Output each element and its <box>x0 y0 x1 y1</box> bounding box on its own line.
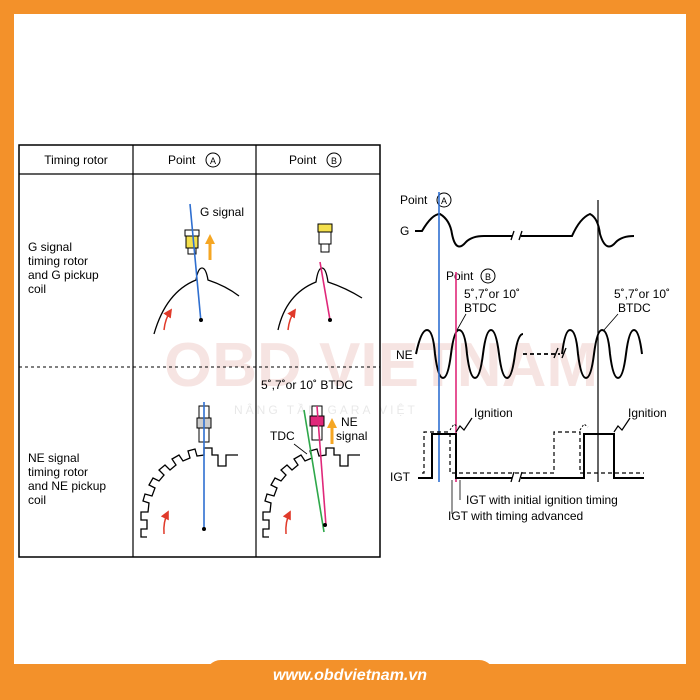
svg-text:Point: Point <box>400 193 428 207</box>
g-rotor-point-b <box>277 223 363 331</box>
svg-text:5˚,7˚or 10˚: 5˚,7˚or 10˚ <box>464 287 520 301</box>
ne-rotor-point-b: 5˚,7˚or 10˚ BTDC TDC NE signal <box>261 378 367 538</box>
header-timing-rotor: Timing rotor <box>44 153 108 167</box>
wave-point-b-label: Point B <box>446 268 496 284</box>
content-frame: OBD VIETNAM NÂNG TẦM GARA VIỆT Timing ro… <box>14 14 686 664</box>
ne-waveform-right <box>561 328 643 380</box>
igt-waveform-dashed <box>422 431 644 474</box>
svg-text:5˚,7˚or 10˚: 5˚,7˚or 10˚ <box>614 287 670 301</box>
igt-advanced-caption: IGT with timing advanced <box>448 509 583 523</box>
svg-text:Point: Point <box>168 153 196 167</box>
svg-text:Point: Point <box>446 269 474 283</box>
circled-letter-b: B <box>331 156 337 166</box>
ignition-label-left: Ignition <box>474 406 513 420</box>
g-rotor-point-a: G signal <box>153 203 244 335</box>
svg-text:NÂNG TẦM GARA VIỆT: NÂNG TẦM GARA VIỆT <box>234 402 418 417</box>
ne-waveform-left <box>415 328 524 380</box>
svg-text:coil: coil <box>28 282 46 296</box>
svg-text:and NE pickup: and NE pickup <box>28 479 106 493</box>
btdc-label-left: 5˚,7˚or 10˚ BTDC <box>464 287 520 315</box>
svg-text:A: A <box>441 196 447 206</box>
igt-waveform-solid <box>418 433 644 479</box>
svg-text:coil: coil <box>28 493 46 507</box>
svg-text:timing rotor: timing rotor <box>28 254 88 268</box>
btdc-label-cell: 5˚,7˚or 10˚ BTDC <box>261 378 353 392</box>
ne-signal-label: NE <box>341 415 358 429</box>
g-waveform-label: G <box>400 224 409 238</box>
footer-url[interactable]: www.obdvietnam.vn <box>272 667 428 684</box>
ne-waveform-label: NE <box>396 348 413 362</box>
watermark-logo: OBD VIETNAM NÂNG TẦM GARA VIỆT <box>164 331 598 417</box>
ignition-label-right: Ignition <box>628 406 667 420</box>
row-label-g-signal: G signal timing rotor and G pickup coil <box>28 240 99 296</box>
btdc-label-right: 5˚,7˚or 10˚ BTDC <box>614 287 670 315</box>
ne-rotor-point-a <box>140 402 238 538</box>
g-signal-label: G signal <box>200 205 244 219</box>
header-point-a: Point A <box>168 152 221 168</box>
g-waveform <box>415 212 635 248</box>
igt-waveform-label: IGT <box>390 470 411 484</box>
svg-text:signal: signal <box>336 429 367 443</box>
footer-tab <box>205 660 495 700</box>
svg-text:OBD VIETNAM: OBD VIETNAM <box>164 331 598 400</box>
wave-point-a-label: Point A <box>400 192 452 208</box>
header-point-b: Point B <box>289 152 342 168</box>
tdc-label-cell: TDC <box>270 429 295 443</box>
svg-text:Point: Point <box>289 153 317 167</box>
ignition-timing-diagram: OBD VIETNAM NÂNG TẦM GARA VIỆT Timing ro… <box>18 144 670 558</box>
row-label-ne-signal: NE signal timing rotor and NE pickup coi… <box>28 451 106 507</box>
svg-text:BTDC: BTDC <box>618 301 651 315</box>
svg-text:timing rotor: timing rotor <box>28 465 88 479</box>
timing-table <box>18 144 381 558</box>
igt-initial-caption: IGT with initial ignition timing <box>466 493 618 507</box>
svg-text:B: B <box>485 272 491 282</box>
svg-text:and G pickup: and G pickup <box>28 268 99 282</box>
svg-text:NE signal: NE signal <box>28 451 79 465</box>
circled-letter-a: A <box>210 156 216 166</box>
svg-text:G signal: G signal <box>28 240 72 254</box>
svg-text:BTDC: BTDC <box>464 301 497 315</box>
